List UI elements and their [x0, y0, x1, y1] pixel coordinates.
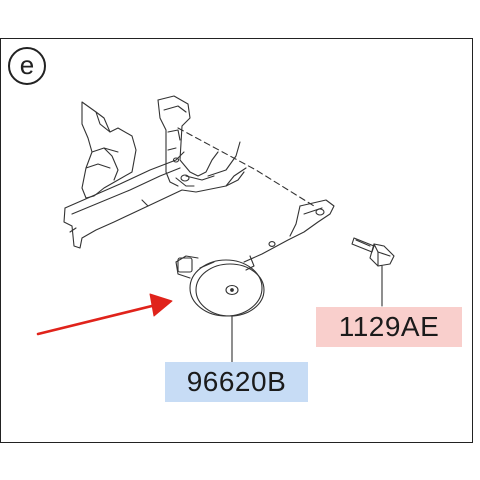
section-badge: e [8, 47, 46, 85]
horn-bracket [243, 199, 335, 271]
bolt [351, 237, 395, 267]
part-number-bolt: 1129AE [338, 311, 440, 342]
body-bracket-structure [63, 95, 247, 249]
horn [175, 255, 265, 317]
part-label-horn: 96620B [165, 362, 308, 402]
section-badge-text: e [19, 49, 35, 80]
dashed-leader [177, 127, 315, 207]
pointer-arrow [36, 293, 173, 336]
part-number-horn: 96620B [186, 366, 287, 397]
part-label-bolt: 1129AE [316, 307, 462, 347]
